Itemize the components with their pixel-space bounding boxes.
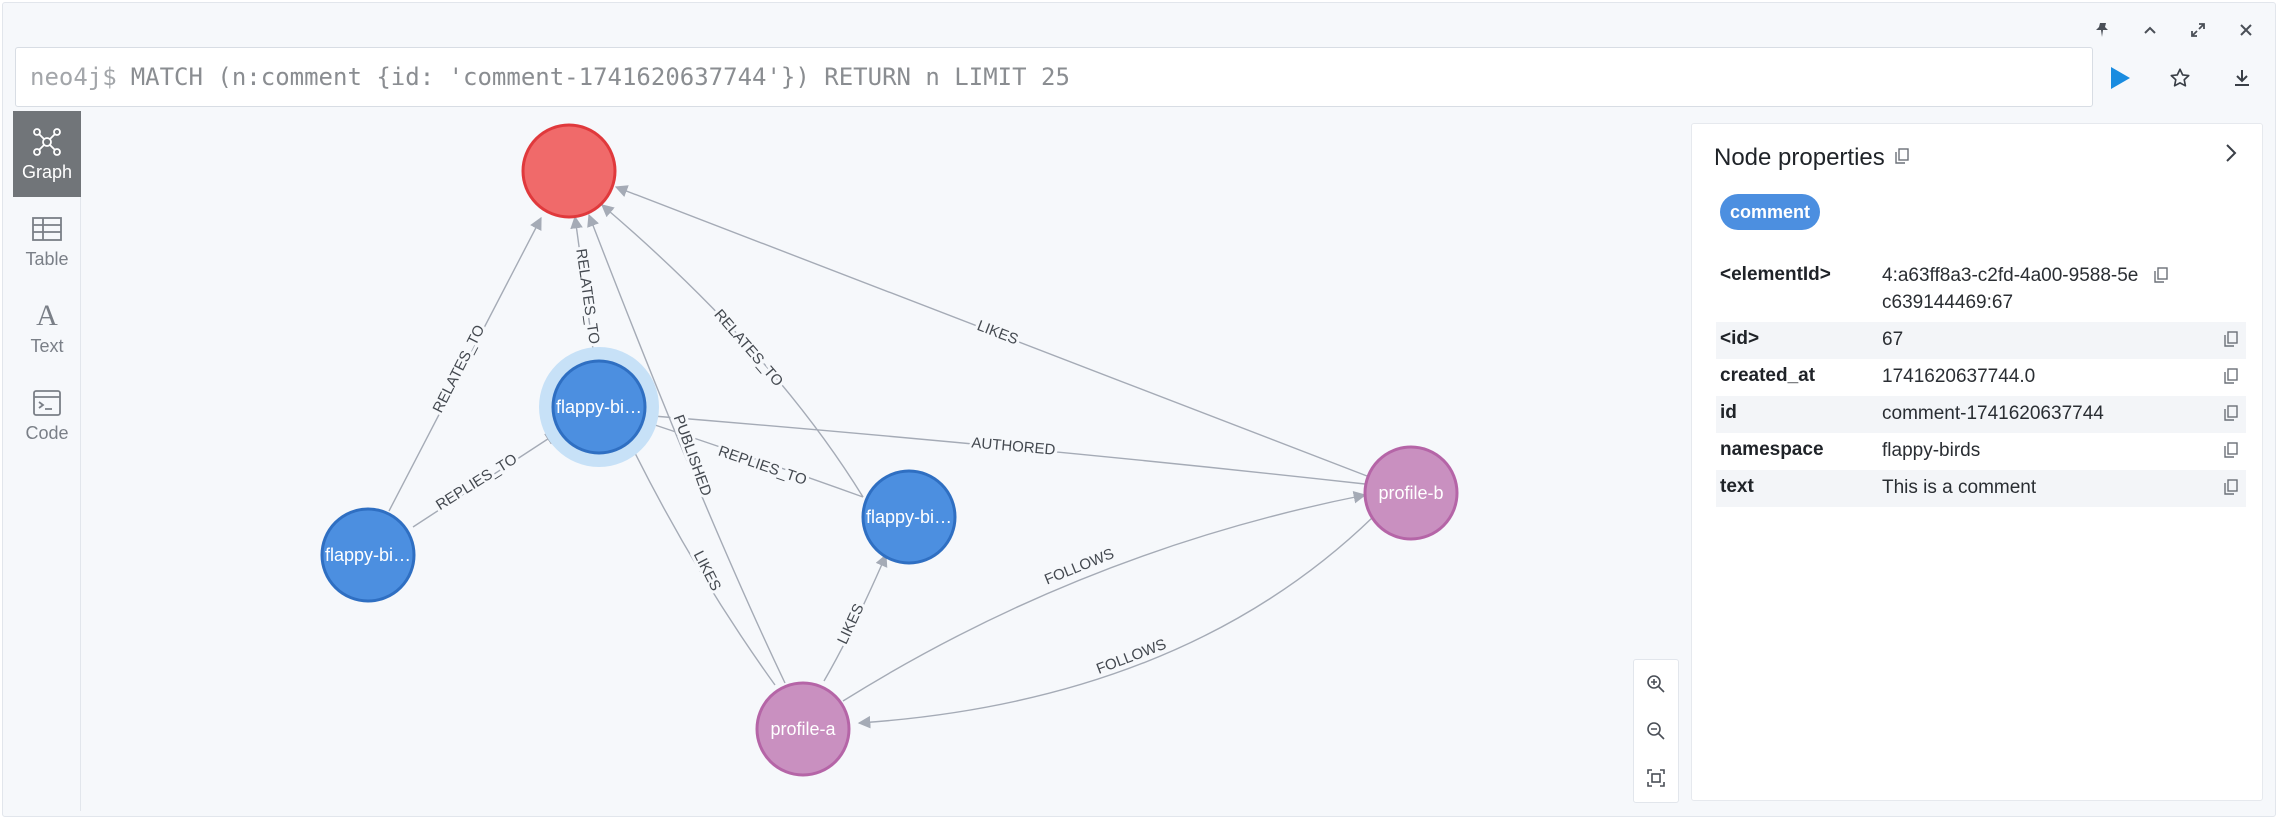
copy-icon[interactable]: [2220, 476, 2242, 498]
copy-icon[interactable]: [2150, 264, 2172, 286]
collapse-panel-button[interactable]: [2214, 136, 2248, 170]
copy-icon[interactable]: [2220, 439, 2242, 461]
fullscreen-icon[interactable]: [2185, 17, 2211, 43]
graph-node-profile-b[interactable]: profile-b: [1363, 445, 1459, 541]
query-editor[interactable]: neo4j$ MATCH (n:comment {id: 'comment-17…: [15, 47, 2093, 107]
property-key: <elementId>: [1720, 264, 1831, 285]
edge-label-e1: RELATES_TO: [430, 322, 489, 415]
pin-icon[interactable]: [2089, 17, 2115, 43]
property-key: <id>: [1720, 328, 1760, 349]
edge-e11[interactable]: [842, 491, 1367, 702]
property-key: id: [1720, 402, 1737, 423]
property-key: text: [1720, 476, 1754, 497]
node-properties-panel: Node properties comment <elementId> 4:a6…: [1691, 123, 2263, 801]
copy-icon[interactable]: [2220, 365, 2242, 387]
text-icon: A: [36, 298, 58, 332]
graph-node-profile-a[interactable]: profile-a: [755, 681, 851, 777]
view-text-button[interactable]: A Text: [13, 285, 81, 371]
edge-label-e2: RELATES_TO: [572, 248, 602, 346]
table-icon: [31, 213, 63, 245]
copy-icon[interactable]: [2220, 328, 2242, 350]
chevron-right-icon: [2226, 144, 2237, 162]
edge-e3[interactable]: [601, 204, 864, 498]
property-value: comment-1741620637744: [1882, 403, 2104, 424]
edge-label-e6: AUTHORED: [971, 434, 1056, 458]
close-icon[interactable]: [2233, 17, 2259, 43]
property-row: id comment-1741620637744: [1716, 396, 2246, 433]
collapse-up-icon[interactable]: [2137, 17, 2163, 43]
node-label-pb: profile-b: [1378, 483, 1443, 503]
graph-node-c1-selected[interactable]: flappy-bi…: [539, 347, 659, 467]
download-button[interactable]: [2225, 61, 2259, 95]
edge-e2[interactable]: [570, 215, 594, 350]
properties-header: Node properties: [1714, 144, 1909, 172]
property-row: <id> 67: [1716, 322, 2246, 359]
property-value: 4:a63ff8a3-c2fd-4a00-9588-5ec639144469:6…: [1882, 265, 2139, 313]
graph-node-c2[interactable]: flappy-bi…: [320, 507, 416, 603]
property-value: 1741620637744.0: [1882, 366, 2036, 387]
play-icon: [2111, 67, 2130, 89]
property-value: flappy-birds: [1882, 440, 1981, 461]
edge-label-e4: LIKES: [975, 317, 1021, 348]
edge-e1[interactable]: [388, 216, 542, 512]
graph-node-c3[interactable]: flappy-bi…: [861, 469, 957, 565]
star-icon: [2170, 68, 2190, 87]
edge-e6[interactable]: [639, 409, 1366, 485]
edge-e12[interactable]: [857, 516, 1374, 729]
properties-title: Node properties: [1714, 144, 1885, 171]
favorite-button[interactable]: [2163, 61, 2197, 95]
view-graph-label: Graph: [21, 161, 73, 182]
window-controls: [2089, 17, 2259, 43]
view-table-label: Table: [25, 248, 69, 269]
property-value: 67: [1882, 329, 1904, 350]
edge-label-e11: FOLLOWS: [1042, 545, 1116, 588]
editor-prompt: neo4j$: [30, 63, 117, 91]
edge-label-e5: REPLIES_TO: [433, 451, 520, 514]
edge-e10[interactable]: [823, 553, 888, 682]
copy-icon[interactable]: [2220, 402, 2242, 424]
view-code-label: Code: [25, 422, 69, 443]
node-label-c2: flappy-bi…: [325, 545, 411, 565]
edge-label-e10: LIKES: [834, 601, 867, 647]
code-icon: [32, 387, 62, 419]
graph-node-top[interactable]: [521, 123, 617, 219]
edge-label-e3: RELATES_TO: [710, 306, 786, 390]
fit-to-screen-icon[interactable]: [1639, 761, 1673, 795]
graph-icon: [31, 126, 63, 158]
zoom-controls: [1633, 659, 1679, 803]
node-label-pa: profile-a: [770, 719, 836, 739]
property-row: created_at 1741620637744.0: [1716, 359, 2246, 396]
property-key: created_at: [1720, 365, 1816, 386]
property-row: text This is a comment: [1716, 470, 2246, 507]
view-switcher: Graph Table A Text Code: [13, 111, 81, 811]
zoom-out-icon[interactable]: [1639, 714, 1673, 748]
label-badge[interactable]: comment: [1720, 194, 1821, 230]
property-key: namespace: [1720, 439, 1824, 460]
edge-e9[interactable]: [628, 439, 776, 686]
view-code-button[interactable]: Code: [13, 372, 81, 458]
edge-label-e7: REPLIES_TO: [716, 443, 809, 489]
properties-table: <elementId> 4:a63ff8a3-c2fd-4a00-9588-5e…: [1716, 258, 2246, 507]
edge-e4[interactable]: [614, 185, 1368, 477]
edge-e5[interactable]: [412, 432, 559, 528]
view-text-label: Text: [30, 335, 64, 356]
run-query-button[interactable]: [2103, 61, 2137, 95]
copy-all-icon[interactable]: [1895, 147, 1909, 169]
query-text[interactable]: MATCH (n:comment {id: 'comment-174162063…: [130, 63, 1070, 91]
view-table-button[interactable]: Table: [13, 198, 81, 284]
edge-label-e8: PUBLISHED: [670, 413, 715, 499]
view-graph-button[interactable]: Graph: [13, 111, 81, 197]
download-icon: [2235, 70, 2249, 86]
property-row: <elementId> 4:a63ff8a3-c2fd-4a00-9588-5e…: [1716, 258, 2246, 322]
edge-label-e9: LIKES: [690, 548, 724, 594]
property-value: This is a comment: [1882, 477, 2037, 498]
node-label-c1: flappy-bi…: [556, 397, 642, 417]
graph-canvas[interactable]: RELATES_TO RELATES_TO RELATES_TO LIKES R…: [83, 111, 1683, 811]
edge-e7[interactable]: [641, 418, 864, 498]
node-label-c3: flappy-bi…: [866, 507, 952, 527]
property-row: namespace flappy-birds: [1716, 433, 2246, 470]
edge-e8[interactable]: [587, 213, 786, 684]
zoom-in-icon[interactable]: [1639, 667, 1673, 701]
